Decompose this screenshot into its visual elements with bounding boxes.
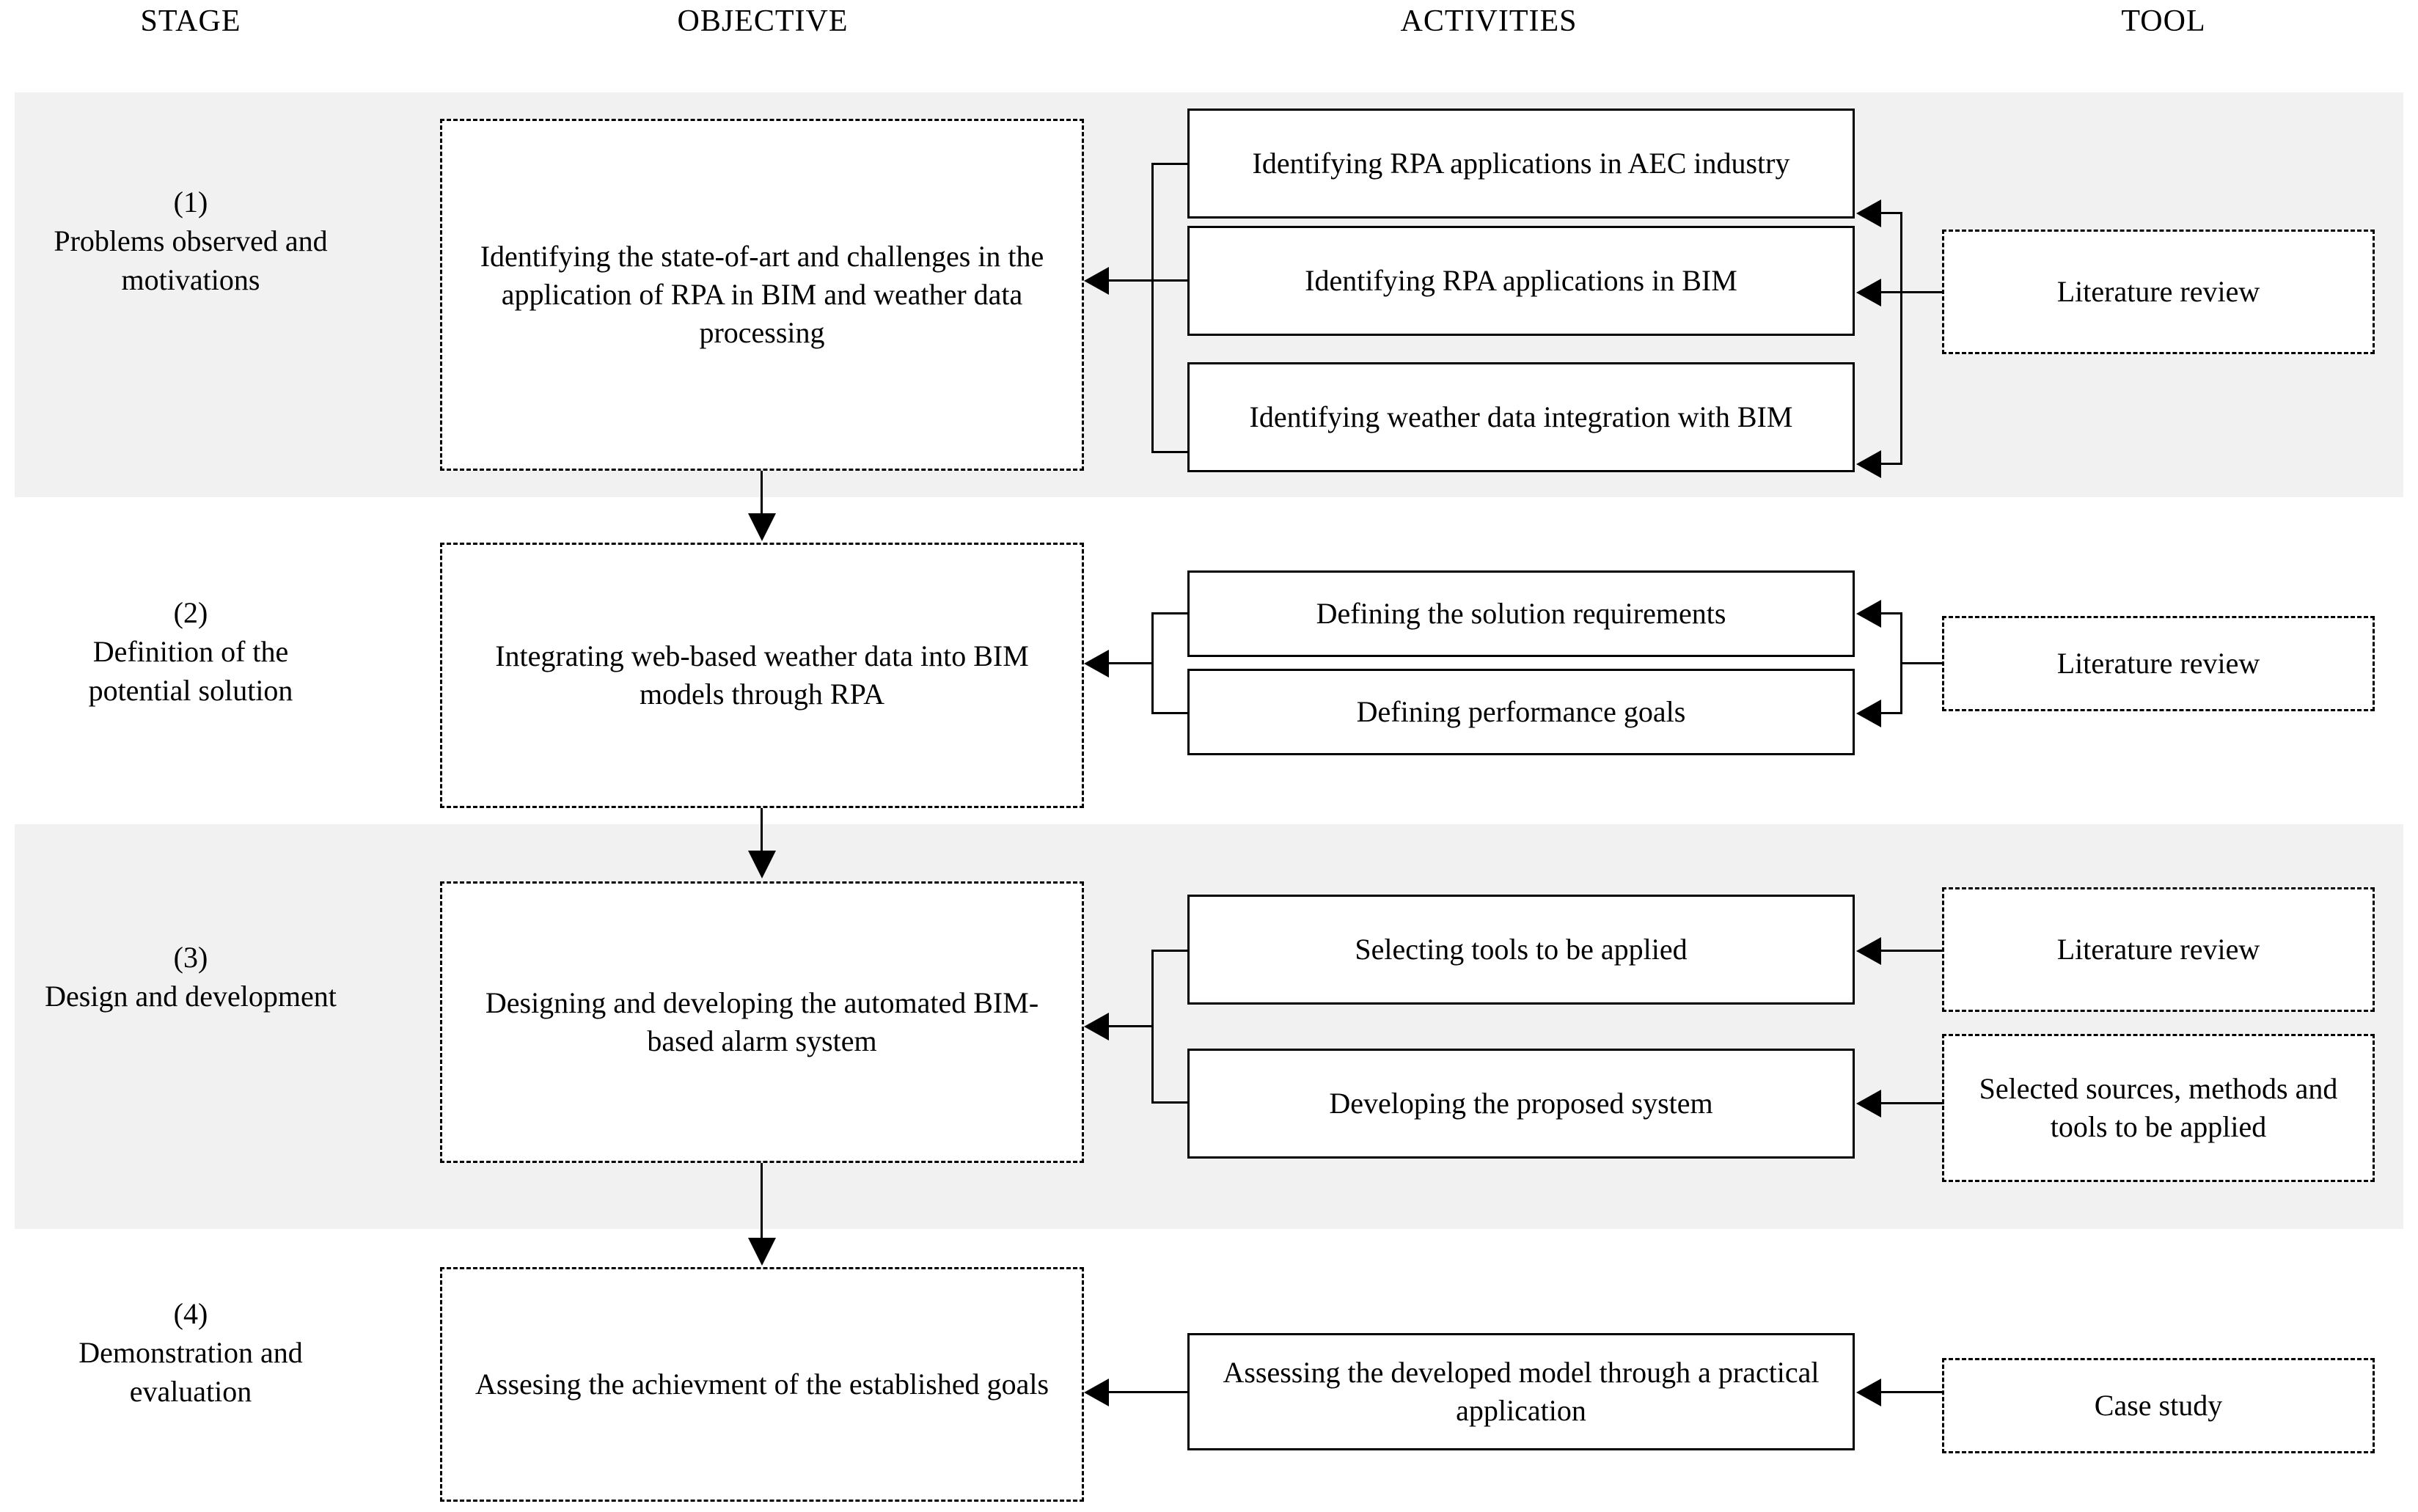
- arrow-activity-3-1: [1856, 937, 1881, 965]
- connector-stub-activity-1-3: [1151, 451, 1190, 453]
- tool-box-3-2: Selected sources, methods and tools to b…: [1942, 1034, 2375, 1182]
- arrow-objective-2: [1084, 650, 1109, 678]
- connector-objective-arrow-line-1: [1109, 279, 1153, 282]
- activity-box-2-1: Defining the solution requirements: [1187, 570, 1855, 657]
- connector-tool-line-1: [1881, 291, 1944, 293]
- activity-box-3-1: Selecting tools to be applied: [1187, 895, 1855, 1005]
- objective-box-2: Integrating web-based weather data into …: [440, 543, 1084, 808]
- stage-name-3: Design and development: [45, 979, 337, 1013]
- arrow-activity-1-2: [1856, 279, 1881, 307]
- arrow-activity-3-2: [1856, 1090, 1881, 1118]
- connector-tool-stub-2-2: [1881, 712, 1902, 714]
- connector-tool-stub-1-3: [1881, 463, 1902, 465]
- connector-stub-activity-1-2: [1151, 279, 1190, 282]
- column-header-stage: STAGE: [140, 4, 241, 38]
- arrow-activity-2-1: [1856, 600, 1881, 628]
- stage-label-2: (2) Definition of the potential solution: [44, 594, 337, 710]
- connector-objective-arrow-line-2: [1109, 662, 1153, 664]
- connector-objective-arrow-line-3: [1109, 1025, 1153, 1027]
- stage-label-3: (3) Design and development: [44, 939, 337, 1016]
- arrow-objective-4: [1084, 1379, 1109, 1406]
- connector-vertical-activities-1: [1151, 163, 1154, 453]
- objective-box-3: Designing and developing the automated B…: [440, 881, 1084, 1163]
- activity-box-1-1: Identifying RPA applications in AEC indu…: [1187, 109, 1855, 219]
- connector-tool-stub-1-1: [1881, 212, 1902, 214]
- connector-tool-line-3-2: [1881, 1102, 1944, 1104]
- stage-arrow-2-3: [748, 851, 776, 878]
- column-header-tool: TOOL: [2121, 4, 2206, 38]
- stage-name-4: Demonstration and evaluation: [78, 1335, 303, 1408]
- arrow-objective-1: [1084, 267, 1109, 295]
- stage-number-3: (3): [173, 941, 208, 974]
- stage-arrow-1-2: [748, 513, 776, 541]
- stage-number-1: (1): [173, 186, 208, 219]
- column-header-objective: OBJECTIVE: [677, 4, 849, 38]
- tool-box-1-1: Literature review: [1942, 230, 2375, 354]
- stage-name-2: Definition of the potential solution: [88, 634, 293, 707]
- connector-stub-activity-2-2: [1151, 712, 1190, 714]
- arrow-activity-1-1: [1856, 199, 1881, 227]
- arrow-activity-4-1: [1856, 1379, 1881, 1406]
- stage-arrow-3-4: [748, 1238, 776, 1266]
- connector-stub-activity-3-1: [1151, 950, 1190, 952]
- tool-box-4-1: Case study: [1942, 1358, 2375, 1453]
- objective-box-1: Identifying the state-of-art and challen…: [440, 119, 1084, 471]
- stage-label-1: (1) Problems observed and motivations: [44, 183, 337, 299]
- stage-connector-line-1-2: [761, 471, 763, 516]
- connector-stub-activity-2-1: [1151, 612, 1190, 614]
- arrow-activity-1-3: [1856, 450, 1881, 478]
- activity-box-1-2: Identifying RPA applications in BIM: [1187, 226, 1855, 336]
- stage-connector-line-3-4: [761, 1163, 763, 1241]
- tool-box-2-1: Literature review: [1942, 616, 2375, 711]
- stage-connector-line-2-3: [761, 808, 763, 854]
- connector-tool-line-2: [1900, 662, 1944, 664]
- stage-label-4: (4) Demonstration and evaluation: [44, 1295, 337, 1411]
- activity-box-3-2: Developing the proposed system: [1187, 1049, 1855, 1159]
- connector-objective-arrow-line-4: [1109, 1391, 1190, 1393]
- arrow-activity-2-2: [1856, 700, 1881, 727]
- column-header-activities: ACTIVITIES: [1400, 4, 1578, 38]
- connector-tool-line-3-1: [1881, 950, 1944, 952]
- stage-number-4: (4): [173, 1297, 208, 1330]
- activity-box-1-3: Identifying weather data integration wit…: [1187, 362, 1855, 472]
- activity-box-4-1: Assessing the developed model through a …: [1187, 1333, 1855, 1450]
- stage-name-1: Problems observed and motivations: [54, 224, 328, 296]
- activity-box-2-2: Defining performance goals: [1187, 669, 1855, 755]
- connector-stub-activity-1-1: [1151, 163, 1190, 165]
- connector-tool-line-4: [1881, 1391, 1944, 1393]
- objective-box-4: Assesing the achievment of the establish…: [440, 1267, 1084, 1502]
- tool-box-3-1: Literature review: [1942, 887, 2375, 1012]
- connector-vertical-tool-1: [1900, 212, 1902, 465]
- arrow-objective-3: [1084, 1013, 1109, 1041]
- connector-stub-activity-3-2: [1151, 1101, 1190, 1104]
- connector-tool-stub-2-1: [1881, 612, 1902, 614]
- stage-number-2: (2): [173, 596, 208, 629]
